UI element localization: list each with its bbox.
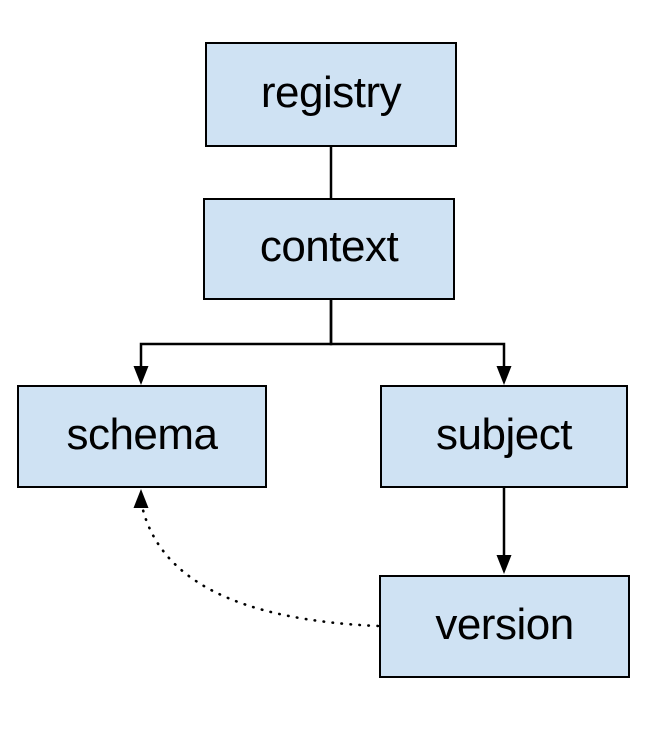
arrowhead-up-icon xyxy=(133,489,149,508)
edge-version-schema xyxy=(133,489,380,628)
node-version: version xyxy=(379,575,630,678)
node-registry-label: registry xyxy=(260,67,402,117)
node-subject-label: subject xyxy=(436,409,572,459)
node-context: context xyxy=(203,198,455,300)
edge-subject-version xyxy=(496,488,512,574)
node-version-label: version xyxy=(435,599,574,649)
node-registry: registry xyxy=(205,42,457,147)
arrowhead-down-icon xyxy=(133,366,149,385)
node-subject: subject xyxy=(380,385,628,488)
arrowhead-down-icon xyxy=(496,555,512,574)
arrowhead-down-icon xyxy=(496,366,512,385)
edge-context-schema xyxy=(133,300,333,385)
node-context-label: context xyxy=(259,222,399,271)
node-schema: schema xyxy=(17,385,267,488)
edge-context-subject xyxy=(329,300,512,385)
node-schema-label: schema xyxy=(66,409,218,459)
